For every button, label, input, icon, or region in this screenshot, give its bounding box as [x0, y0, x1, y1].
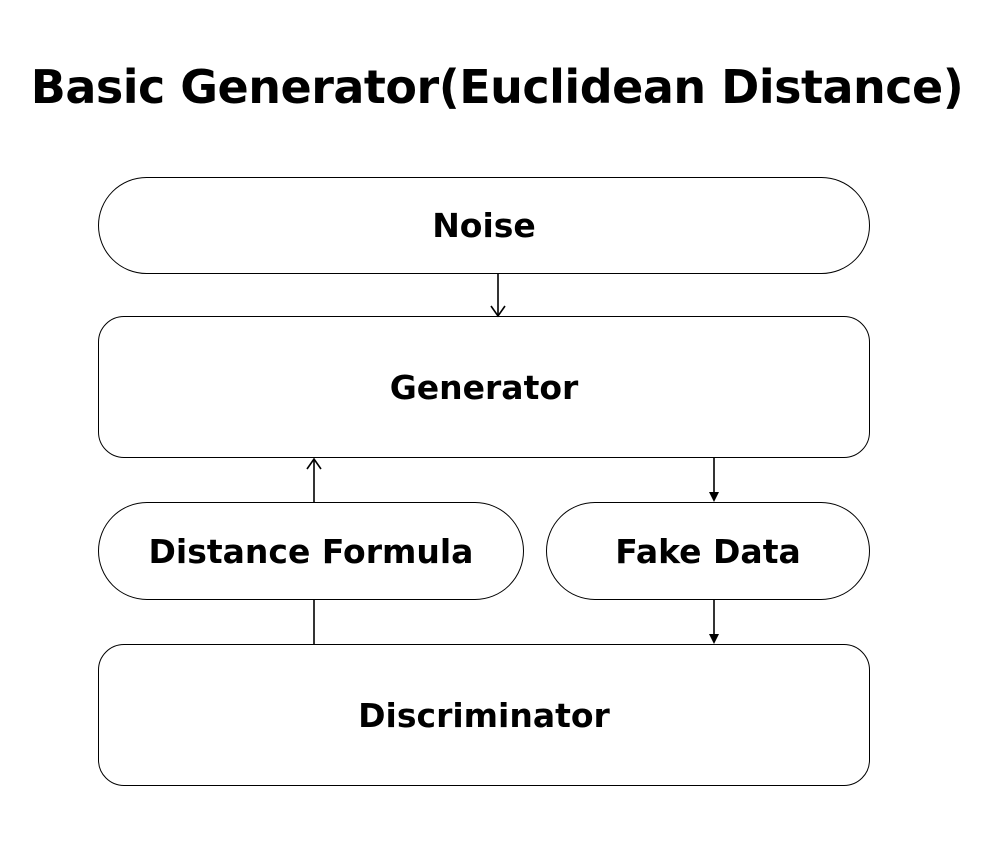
- edge-noise-to-generator: [490, 274, 506, 318]
- noise-node: Noise: [98, 177, 870, 274]
- edge-distance-formula-to-generator: [306, 457, 322, 502]
- fake-data-label: Fake Data: [615, 531, 801, 571]
- fake-data-node: Fake Data: [546, 502, 870, 600]
- generator-label: Generator: [389, 367, 579, 407]
- distance-formula-label: Distance Formula: [148, 531, 474, 571]
- distance-formula-node: Distance Formula: [98, 502, 524, 600]
- noise-label: Noise: [432, 206, 536, 245]
- edge-fake-data-to-discriminator: [709, 600, 719, 644]
- edge-generator-to-fake-data: [709, 458, 719, 502]
- discriminator-node: Discriminator: [98, 644, 870, 786]
- discriminator-label: Discriminator: [358, 695, 610, 735]
- diagram-title: Basic Generator(Euclidean Distance): [30, 60, 964, 114]
- generator-node: Generator: [98, 316, 870, 458]
